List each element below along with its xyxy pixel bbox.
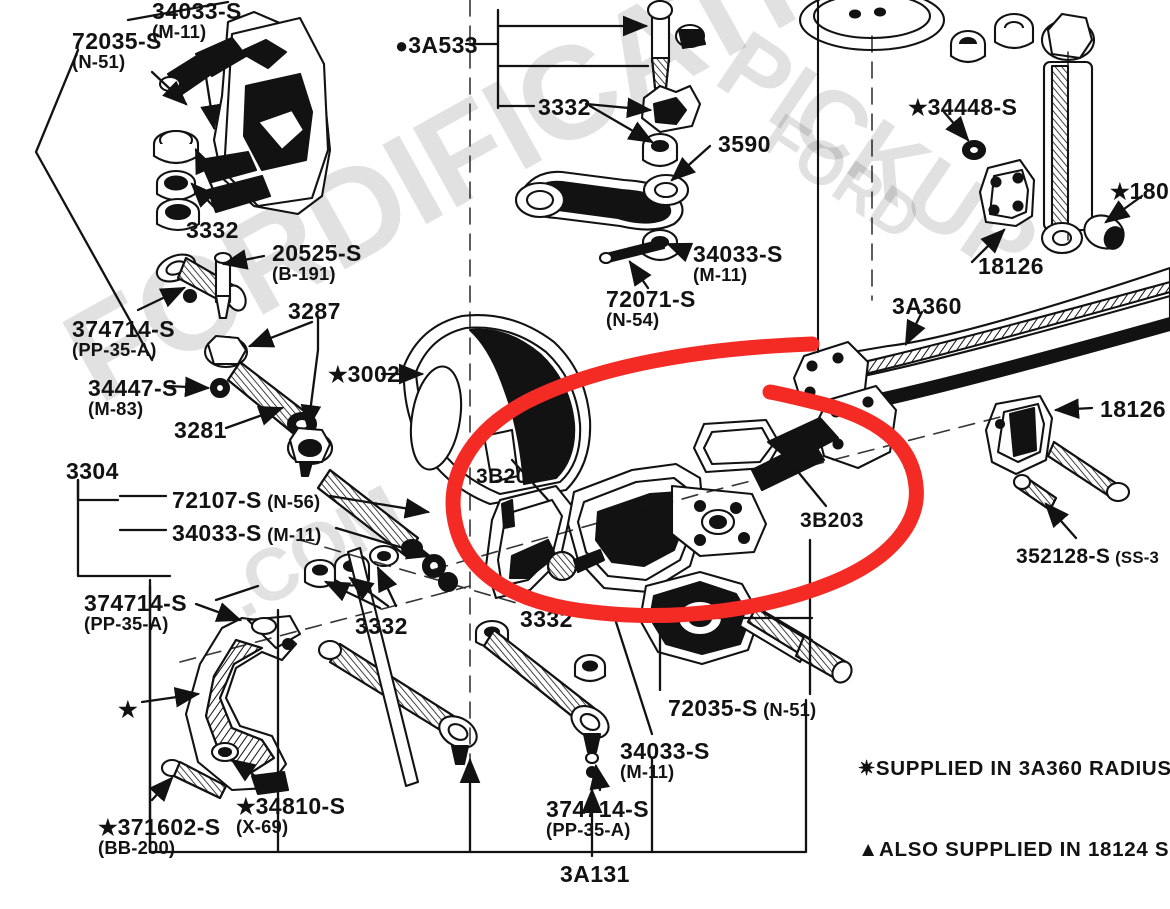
part-label-suffix: (X-69) [236,816,289,838]
part-label-3a360: 3A360 [892,293,962,319]
part-label-72107-s: 72107-S (N-56) [172,487,321,513]
part-label-371602-s: ★371602-S(BB-200) [98,814,221,859]
part-label-suffix: (SS-3 [1110,548,1160,567]
part-label-3332-b: 3332 [186,217,239,243]
part-label-374714-s-c: 374714-S(PP-35-A) [546,796,649,841]
part-label-18126-a: 18126 [978,253,1044,279]
part-label-20525-s: 20525-S(B-191) [272,240,362,285]
part-label-34448-s: ★34448-S [908,94,1018,120]
part-label-star-marker: ★ [118,698,138,721]
part-label-suffix: (M-11) [261,524,322,545]
part-label-34033-s-c: 34033-S (M-11) [172,520,322,546]
part-label-18126-b: 18126 [1100,396,1166,422]
part-label-3332-c: 3332 [355,613,408,639]
part-label-34810-s: ★34810-S(X-69) [236,793,346,838]
part-label-3b203-b: 3B203 [800,509,864,532]
legend: ✷SUPPLIED IN 3A360 RADIUS ▲ALSO SUPPLIED… [858,700,1170,909]
part-label-72071-s: 72071-S(N-54) [606,286,696,331]
part-label-suffix: (PP-35-A) [84,613,169,635]
part-label-suffix: (PP-35-A) [72,339,157,361]
part-label-3287: 3287 [288,298,341,324]
star-icon: ★ [1110,179,1130,204]
triangle-icon: ▲ [858,838,879,862]
part-label-34447-s: 34447-S(M-83) [88,375,178,420]
part-label-3b203-a: 3B203 [476,465,540,488]
dot-icon: ● [395,33,409,58]
star-icon: ★ [236,794,256,819]
part-label-1801: ★1801 [1110,178,1170,204]
part-label-suffix: (BB-200) [98,837,176,859]
part-label-suffix: (N-51) [72,51,126,73]
part-label-34033-s-b: 34033-S(M-11) [693,241,783,286]
part-label-352128-s: 352128-S (SS-3 [1016,545,1160,568]
part-label-3002: ★3002 [328,361,401,387]
star-icon: ★ [118,697,138,722]
part-label-34033-s-top: 34033-S(M-11) [152,0,242,43]
part-label-3a131: 3A131 [560,861,630,887]
star-icon: ★ [98,815,118,840]
part-label-suffix: (PP-35-A) [546,819,631,841]
part-label-suffix: (M-83) [88,398,144,420]
star-icon: ★ [908,95,928,120]
legend-line-triangle: ▲ALSO SUPPLIED IN 18124 SH [858,838,1170,862]
part-label-3332-d: 3332 [520,606,573,632]
part-label-34033-s-d: 34033-S(M-11) [620,738,710,783]
part-label-suffix: (N-51) [757,699,817,720]
part-label-3590: 3590 [718,131,771,157]
part-label-suffix: (B-191) [272,263,336,285]
part-label-3281: 3281 [174,417,227,443]
part-label-374714-s-b: 374714-S(PP-35-A) [84,590,187,635]
part-label-374714-s-a: 374714-S(PP-35-A) [72,316,175,361]
star-icon: ✷ [858,756,876,780]
part-label-3304: 3304 [66,458,119,484]
part-label-suffix: (M-11) [152,21,207,43]
part-label-suffix: (N-54) [606,309,660,331]
part-label-suffix: (N-56) [261,491,321,512]
part-label-72035-s-b: 72035-S (N-51) [668,695,817,721]
part-label-72035-s-top: 72035-S(N-51) [72,28,162,73]
legend-line-star: ✷SUPPLIED IN 3A360 RADIUS [858,756,1170,780]
part-label-3a533: ●3A533 [395,32,478,58]
part-label-3332-a: 3332 [538,94,591,120]
star-icon: ★ [328,362,348,387]
part-label-suffix: (M-11) [620,761,675,783]
part-label-suffix: (M-11) [693,264,748,286]
